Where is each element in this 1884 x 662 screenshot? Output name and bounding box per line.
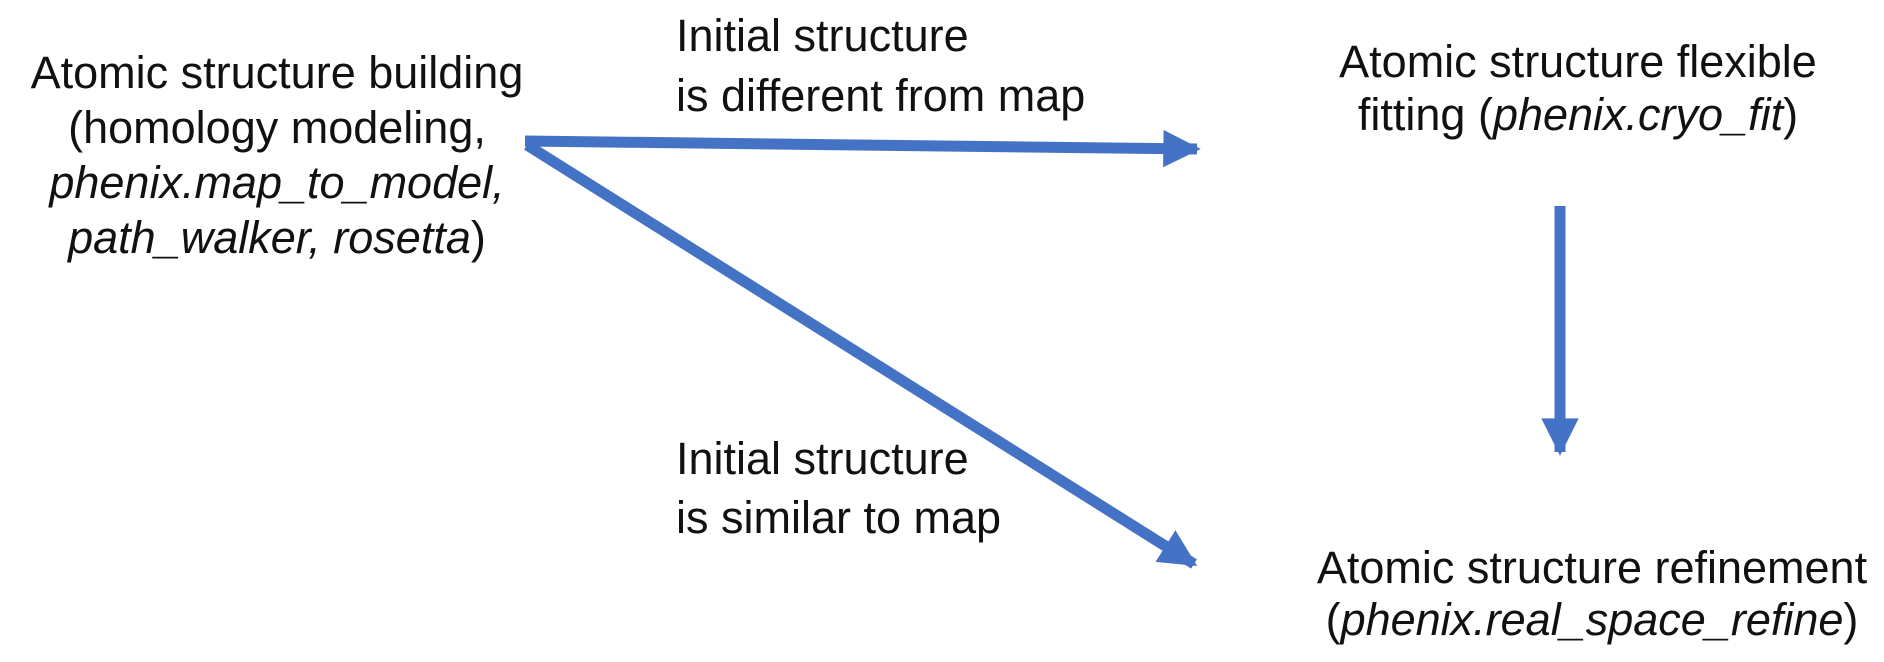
node-refinement-line2-prefix: (: [1325, 594, 1341, 645]
arrow-building-to-refinement: [524, 140, 1198, 569]
arrow-building-to-fitting: [524, 129, 1201, 168]
node-fitting-line2-suffix: ): [1783, 89, 1799, 140]
label-different-line1: Initial structure: [676, 10, 969, 61]
node-fitting-line2-prefix: fitting (: [1357, 89, 1493, 140]
label-similar-line2: is similar to map: [676, 492, 1002, 543]
node-fitting-line2: fitting (phenix.cryo_fit): [1298, 88, 1858, 141]
label-similar-line1: Initial structure: [676, 433, 969, 484]
node-refinement-line1: Atomic structure refinement: [1316, 542, 1868, 593]
node-refinement-line2-italic: phenix.real_space_refine: [1340, 594, 1844, 645]
node-building-line3: phenix.map_to_model,: [49, 157, 505, 208]
label-initial-structure-different: Initial structure is different from map: [676, 6, 1085, 126]
label-initial-structure-similar: Initial structure is similar to map: [676, 429, 1001, 547]
node-structure-building: Atomic structure building (homology mode…: [0, 45, 557, 265]
node-building-line4-suffix: ): [470, 212, 486, 263]
node-refinement-line2-suffix: ): [1843, 594, 1859, 645]
node-refinement-line2: (phenix.real_space_refine): [1302, 594, 1882, 646]
node-building-line4: path_walker, rosetta): [0, 210, 557, 265]
node-building-line1: Atomic structure building: [30, 47, 524, 98]
node-fitting-line1: Atomic structure flexible: [1339, 36, 1817, 87]
node-building-line4-italic: path_walker, rosetta: [68, 212, 471, 263]
label-different-line2: is different from map: [676, 70, 1086, 121]
node-structure-refinement: Atomic structure refinement (phenix.real…: [1302, 542, 1882, 646]
node-building-line2: (homology modeling,: [68, 102, 486, 153]
node-fitting-line2-italic: phenix.cryo_fit: [1492, 89, 1784, 140]
node-flexible-fitting: Atomic structure flexible fitting (pheni…: [1298, 35, 1858, 141]
